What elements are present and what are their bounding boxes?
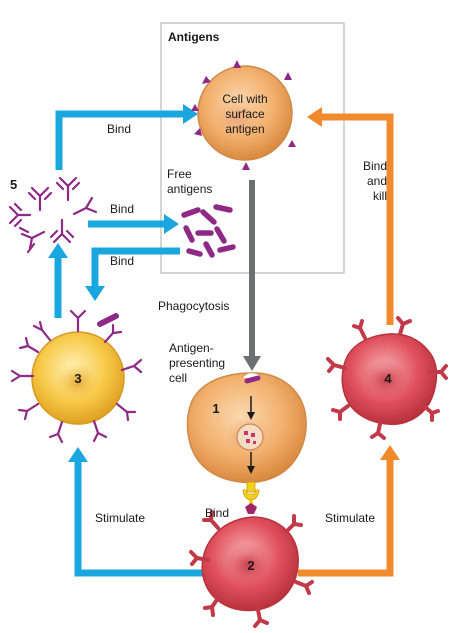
arrow-phagocytosis (243, 180, 261, 371)
label-bind-and-kill-1: Bind (363, 159, 387, 173)
arrow-stimulate-left (68, 447, 208, 577)
free-antigens-label-1: Free (167, 167, 192, 181)
apc-label-2: presenting (169, 356, 225, 370)
b-cell: 3 (10, 309, 143, 444)
mhc-complex (242, 481, 260, 514)
apc-label-1: Antigen- (169, 341, 214, 355)
free-antigens-label-2: antigens (167, 182, 212, 196)
antibody-icon (49, 218, 75, 244)
apc-number: 1 (212, 401, 219, 416)
processing-arrows (247, 396, 255, 474)
arrow-bind-and-kill (307, 107, 394, 325)
antibody-icon (55, 176, 81, 202)
antibodies-group (8, 176, 98, 254)
label-bind-and-kill-2: and (367, 174, 387, 188)
antibody-icon (27, 186, 53, 212)
apc-label-3: cell (169, 371, 187, 385)
helper-t-receptors (189, 510, 314, 628)
helper-t-number: 2 (247, 558, 254, 573)
arrow-stimulate-right (298, 445, 400, 577)
antibody-icon (18, 226, 46, 254)
antibody-icon (72, 196, 98, 216)
arrow-b-to-antibodies (48, 243, 68, 318)
arrow-bind-lower (85, 247, 180, 301)
arrow-bind-middle (88, 214, 179, 234)
engulfed-antigen (241, 372, 263, 384)
label-bind-apc: Bind (205, 506, 229, 520)
arrow-bind-top (55, 104, 198, 170)
killer-t-number: 4 (384, 371, 392, 386)
b-cell-bound-antigens (97, 313, 119, 327)
label-bind-and-kill-3: kill (373, 189, 387, 203)
target-cell-label-1: Cell with (222, 92, 267, 106)
target-cell: Cell with surface antigen (191, 60, 296, 170)
killer-t-cell: 4 (326, 316, 448, 440)
target-cell-label-3: antigen (225, 122, 264, 136)
label-stimulate-left: Stimulate (95, 511, 145, 525)
surface-antigen-markers (191, 60, 296, 170)
free-antigen-rods (181, 204, 236, 258)
antigen-presenting-cell: 1 (186, 372, 307, 514)
label-bind-top: Bind (107, 122, 131, 136)
killer-t-receptors (326, 316, 448, 440)
phagosome (236, 423, 264, 451)
target-cell-label-2: surface (225, 107, 265, 121)
antigens-box-title: Antigens (168, 30, 220, 44)
label-bind-lower: Bind (110, 254, 134, 268)
b-cell-receptors (10, 309, 143, 444)
b-cell-number: 3 (74, 371, 81, 386)
antibody-icon (8, 202, 32, 228)
antibodies-number: 5 (10, 177, 17, 192)
free-antigens: Free antigens (167, 167, 236, 258)
label-bind-middle: Bind (110, 202, 134, 216)
label-stimulate-right: Stimulate (325, 511, 375, 525)
helper-t-cell: 2 (189, 510, 314, 628)
label-phagocytosis: Phagocytosis (158, 299, 229, 313)
